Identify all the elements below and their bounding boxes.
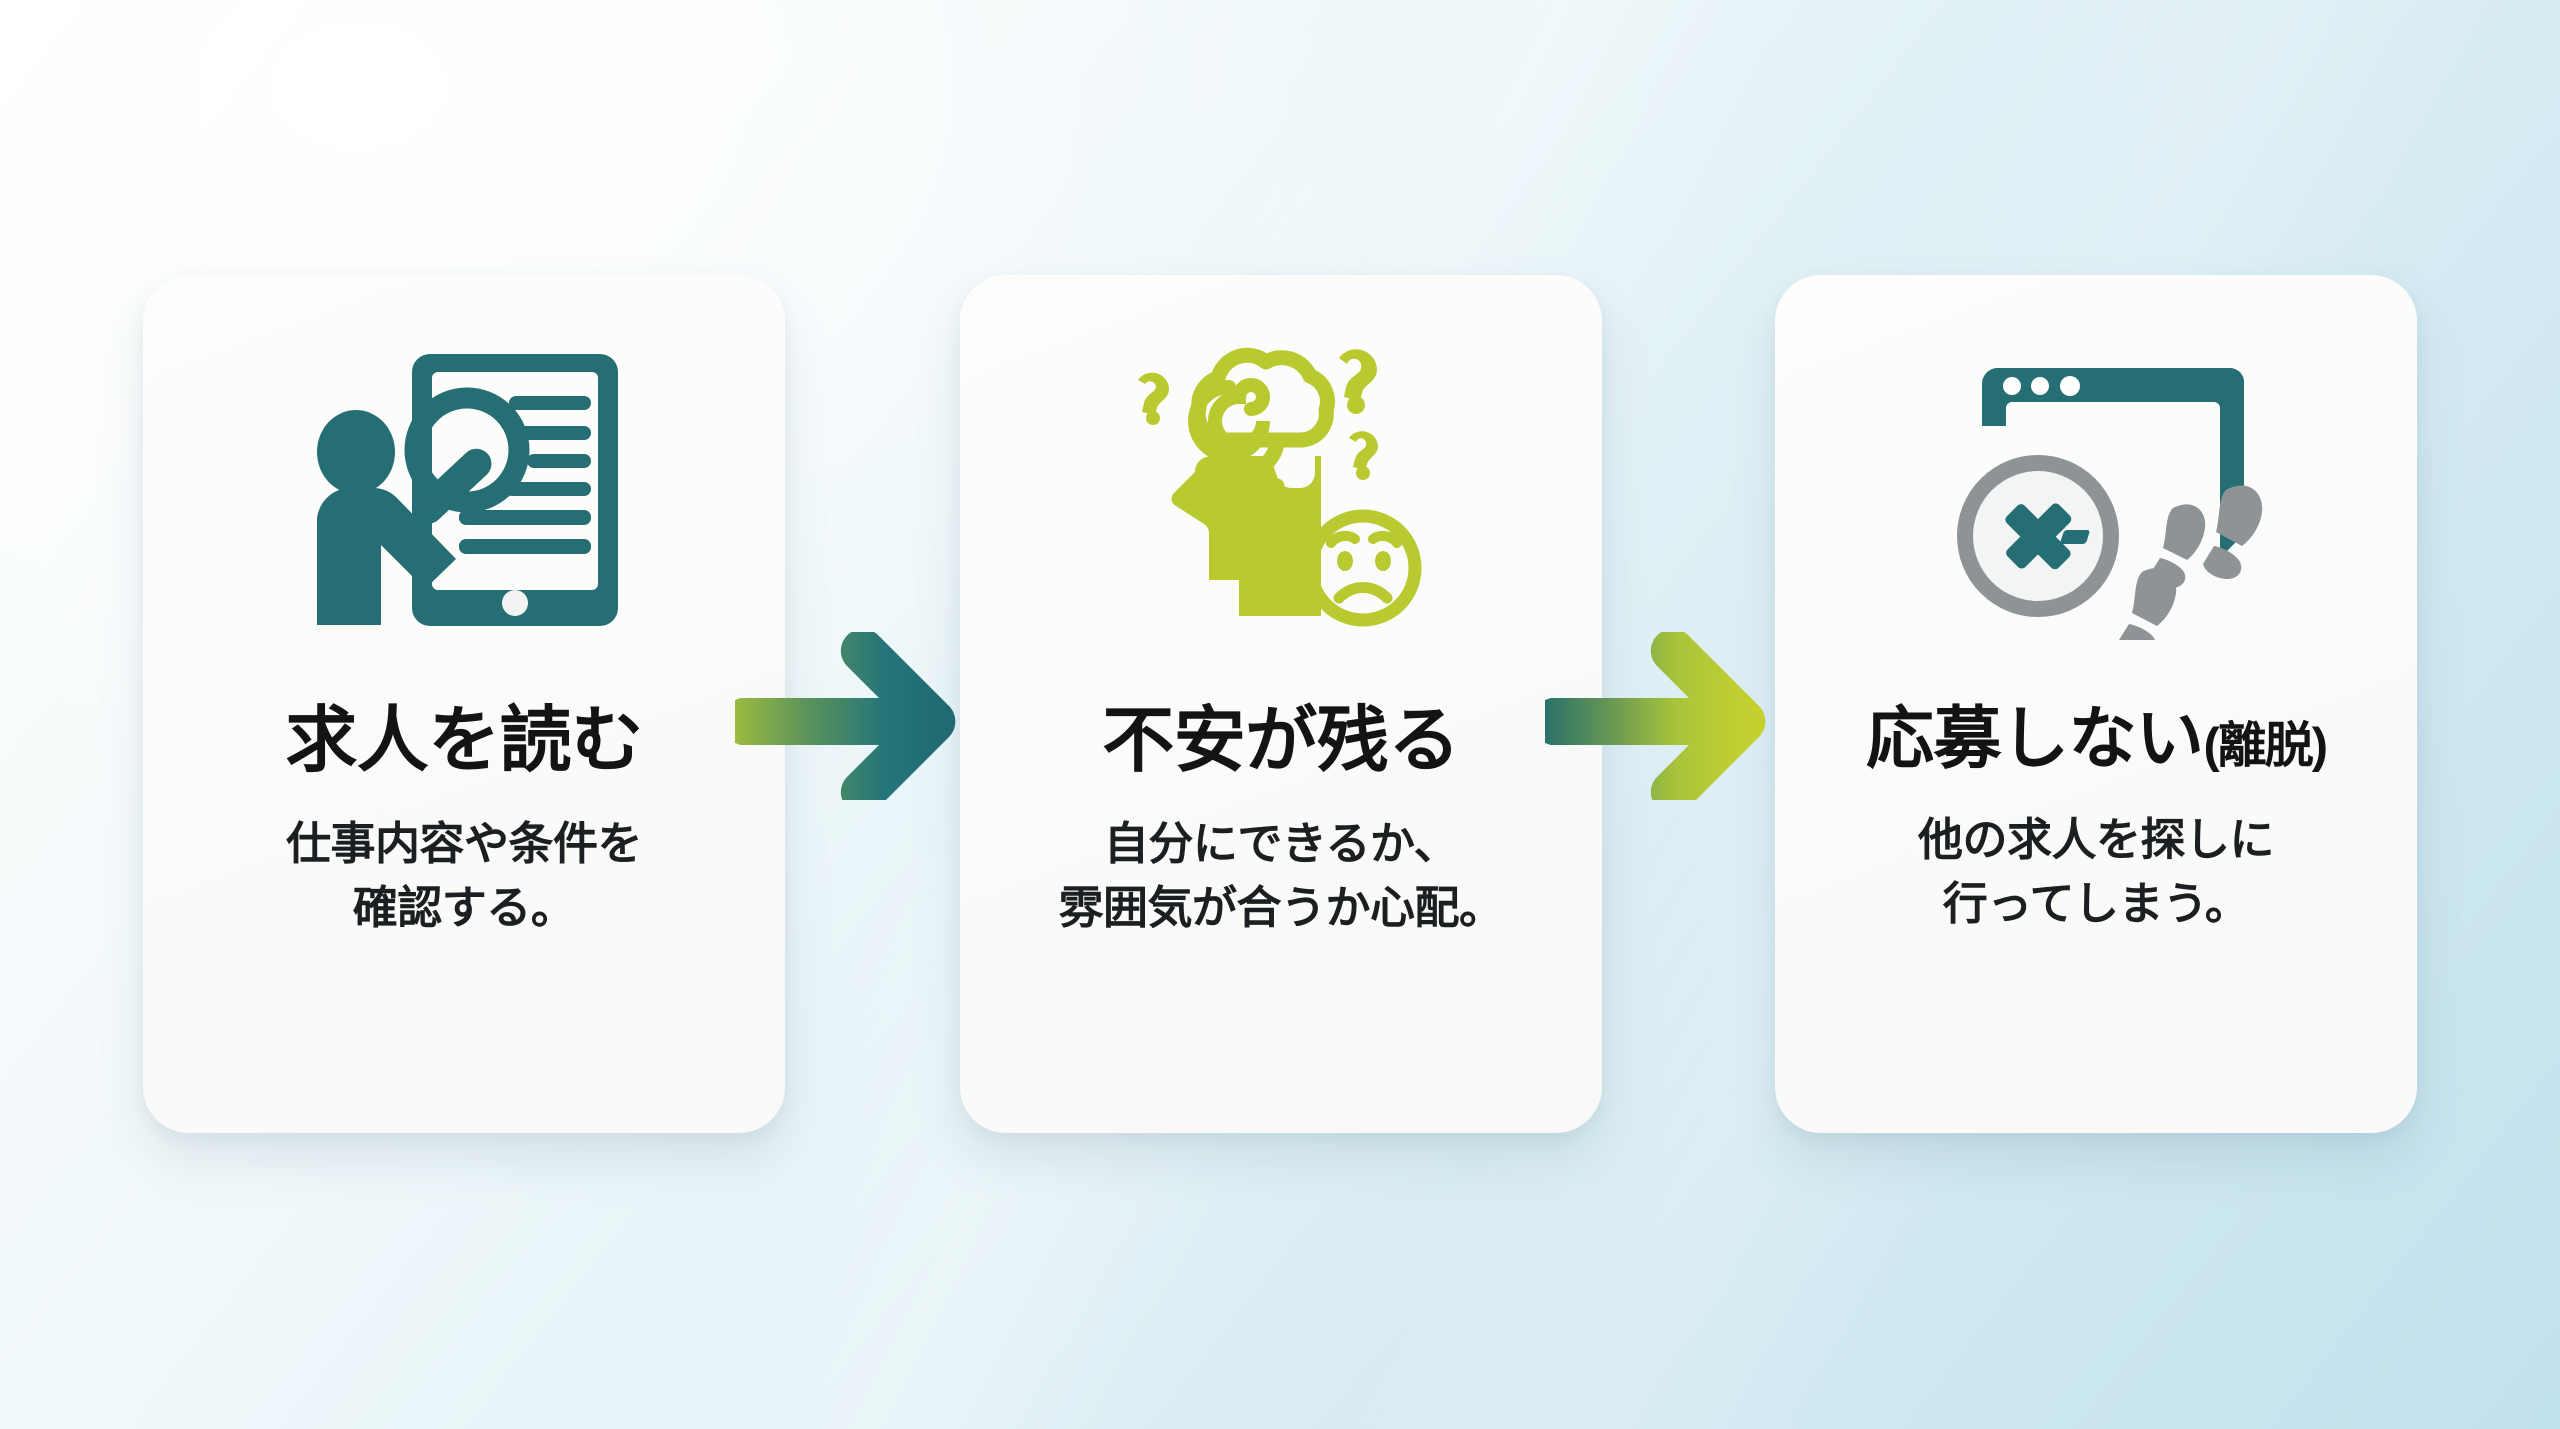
step-description-3: 他の求人を探しに 行ってしまう。 — [1917, 808, 2275, 936]
flow-step-card-2: 不安が残る 自分にできるか、 雰囲気が合うか心配。 — [960, 275, 1602, 1133]
flow-arrow-1 — [721, 628, 980, 815]
icon-slot-2 — [960, 275, 1602, 705]
step-title-2: 不安が残る — [1102, 701, 1460, 781]
step-title-1: 求人を読む — [285, 701, 643, 781]
flow-arrow-2 — [1531, 628, 1790, 815]
step-title-3-suffix: (離脱) — [2203, 719, 2329, 773]
step-title-3: 応募しない(離脱) — [1866, 704, 2329, 774]
step-title-3-main: 応募しない — [1865, 701, 2204, 777]
icon-slot-1 — [143, 275, 785, 705]
step-description-1-line-2: 確認する。 — [352, 882, 576, 934]
step-description-3-line-2: 行ってしまう。 — [1942, 878, 2250, 930]
icon-slot-3 — [1775, 275, 2417, 705]
step-description-2-line-2: 雰囲気が合うか心配。 — [1058, 882, 1504, 934]
step-description-1: 仕事内容や条件を 確認する。 — [285, 812, 643, 940]
flow-step-card-3: 応募しない(離脱) 他の求人を探しに 行ってしまう。 — [1775, 275, 2417, 1133]
step-description-3-line-1: 他の求人を探しに — [1917, 814, 2275, 866]
arrow-right-icon — [721, 628, 956, 815]
step-description-1-line-1: 仕事内容や条件を — [285, 818, 643, 870]
browser-x-footprints-icon — [1957, 368, 2263, 640]
step-description-2: 自分にできるか、 雰囲気が合うか心配。 — [1058, 812, 1504, 940]
step-description-2-line-1: 自分にできるか、 — [1103, 818, 1459, 870]
worried-head-brain-question-icon — [1138, 347, 1422, 627]
person-magnifier-tablet-icon — [317, 354, 618, 626]
flow-step-card-1: 求人を読む 仕事内容や条件を 確認する。 — [143, 275, 785, 1133]
arrow-right-icon — [1531, 628, 1766, 815]
